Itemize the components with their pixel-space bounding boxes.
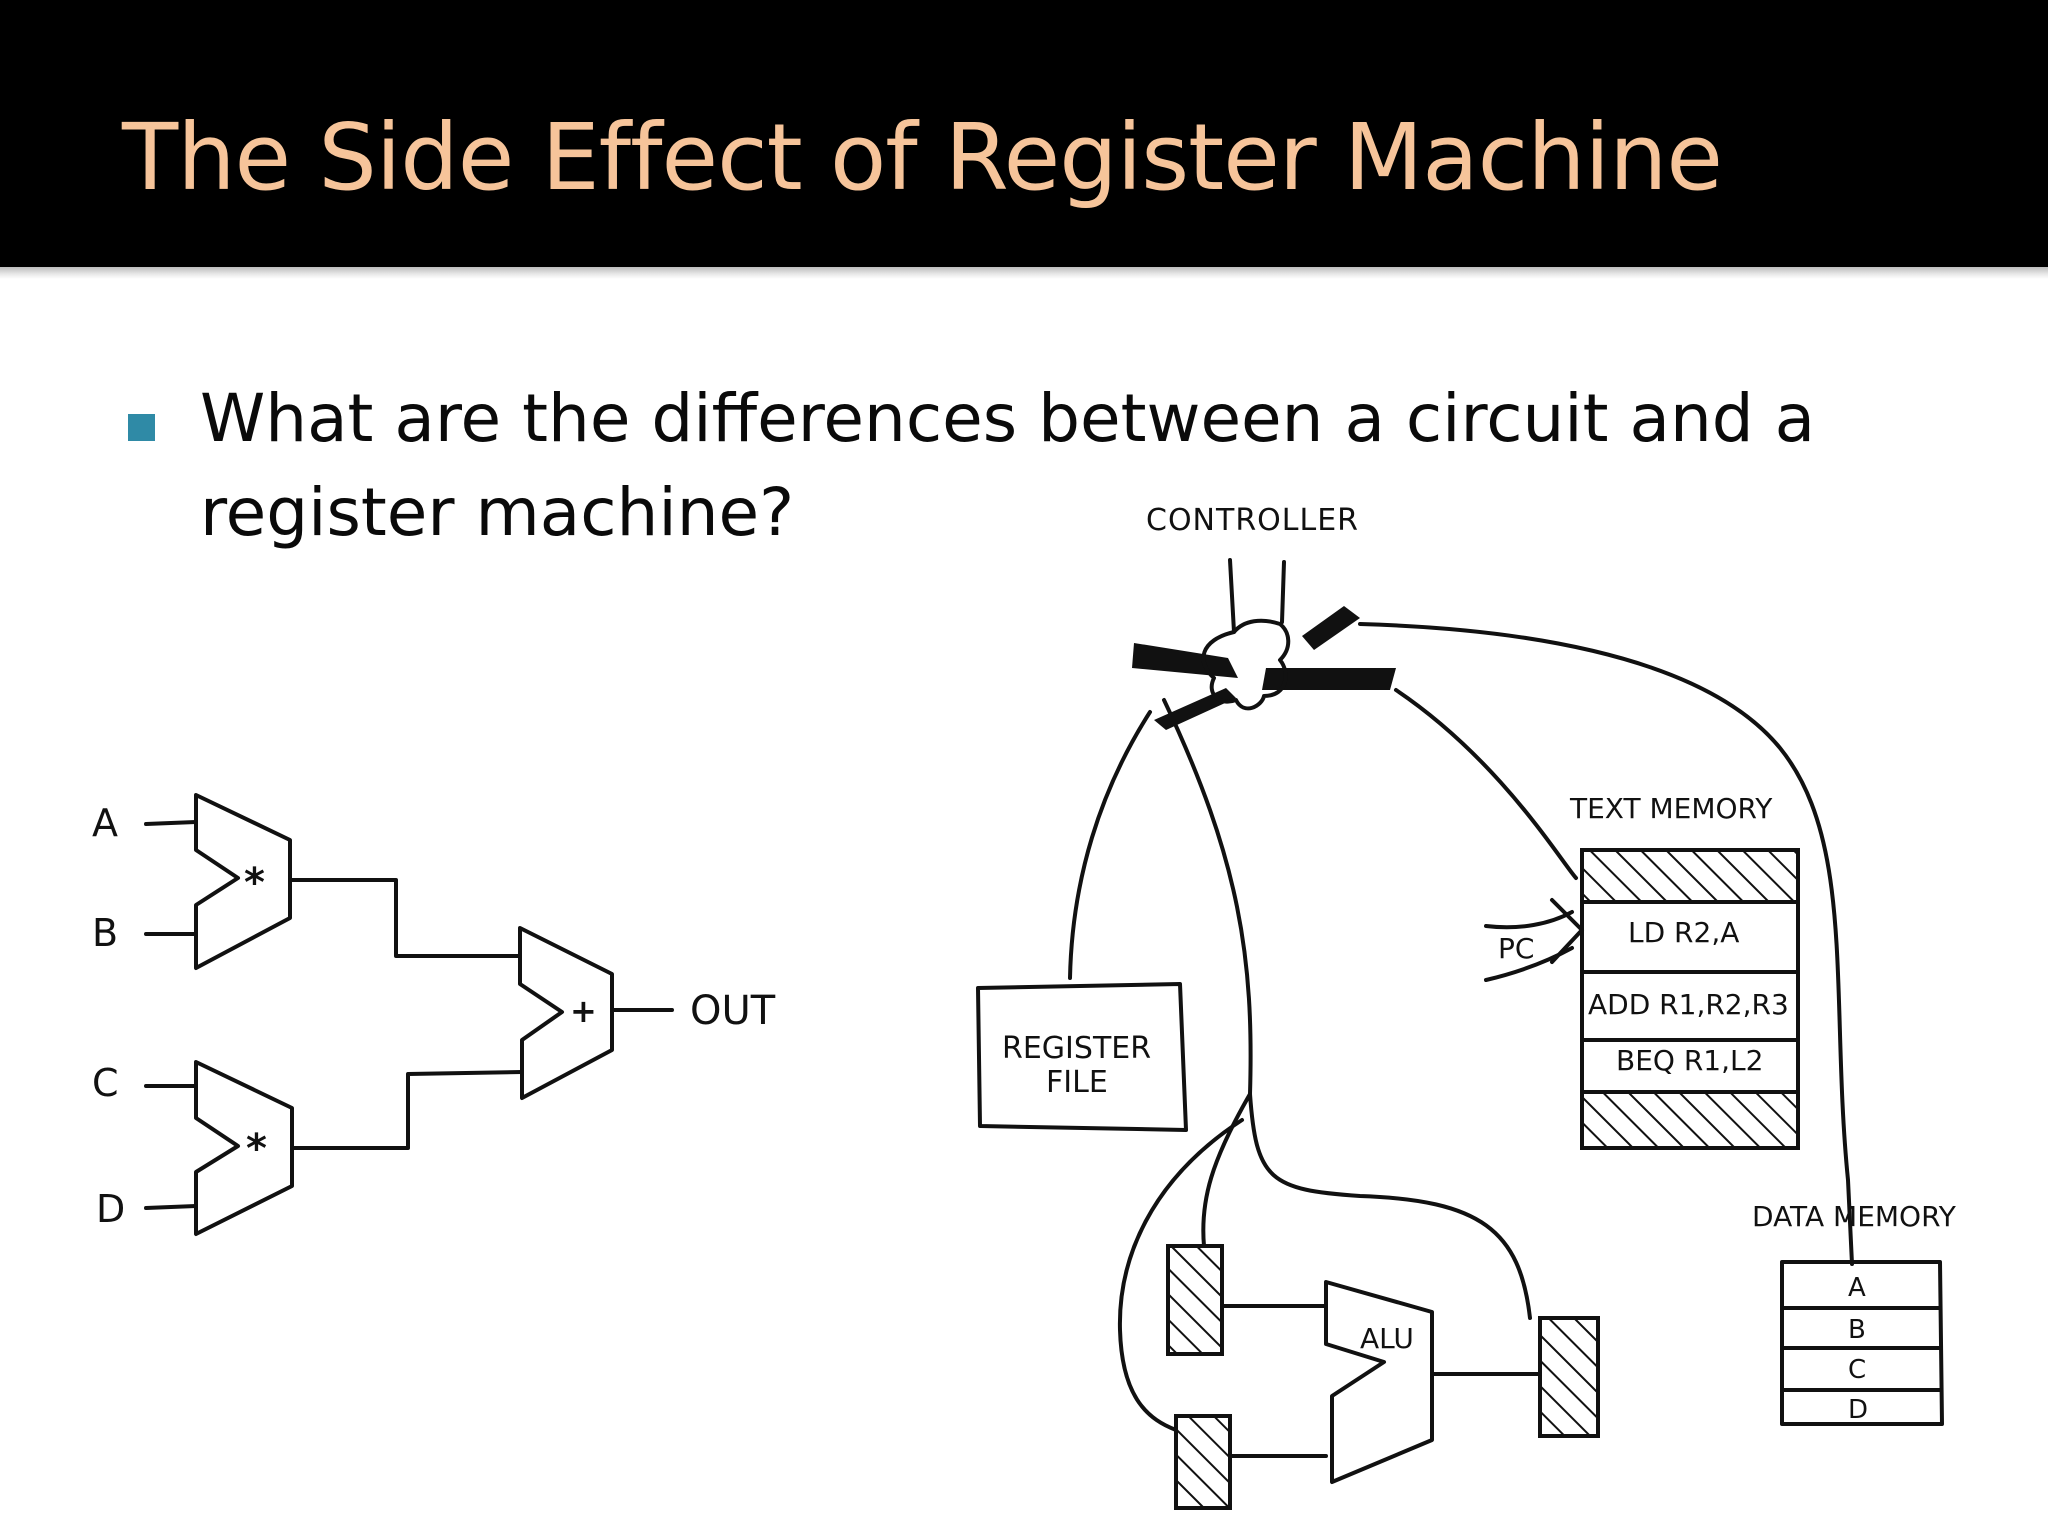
data-memory-cell-a: A: [1848, 1273, 1866, 1303]
alu-output-latch: [1538, 1316, 1600, 1438]
data-memory-cell-d: D: [1848, 1395, 1868, 1425]
controller-lever-3: [1302, 606, 1360, 650]
controller-label: CONTROLLER: [1146, 503, 1359, 538]
wire-a: [144, 820, 198, 826]
data-memory: A B C D: [1780, 1260, 1944, 1426]
data-memory-cell-c: C: [1848, 1355, 1866, 1385]
pc-arrow-head: [1550, 898, 1584, 964]
pc-arrow-bottom: [1484, 946, 1574, 982]
circuit-output-label: OUT: [690, 988, 776, 1034]
text-memory: LD R2,A ADD R1,R2,R3 BEQ R1,L2: [1580, 848, 1800, 1150]
alu: [1324, 1280, 1434, 1484]
controller-lever-4: [1262, 668, 1396, 690]
bus-to-latch-bottom: [1117, 1118, 1244, 1432]
bus-to-data-memory: [1358, 622, 1854, 1266]
pc-arrow-top: [1484, 910, 1574, 930]
bus-to-latch-top: [1201, 1092, 1252, 1248]
bus-to-register-file: [1068, 710, 1152, 980]
controller-hand-icon: [1201, 618, 1291, 711]
circuit-diagram: A B C D * * + OUT: [92, 793, 776, 1236]
register-file-label-line-1: REGISTER: [1002, 1031, 1151, 1066]
text-memory-row-3: [1580, 1038, 1800, 1094]
slide-title: The Side Effect of Register Machine: [122, 104, 1723, 211]
register-file-label-line-2: FILE: [1046, 1065, 1108, 1100]
multiplier-1: [194, 793, 292, 970]
text-memory-hatch-bottom: [1580, 1090, 1800, 1150]
register-file-box: [976, 982, 1188, 1132]
text-memory-label: TEXT MEMORY: [1569, 792, 1773, 825]
wire-d: [144, 1204, 198, 1210]
bullet-square-icon: [128, 414, 155, 441]
circuit-input-a: A: [92, 801, 118, 845]
controller-arm-left: [1228, 558, 1236, 634]
add-symbol: +: [570, 992, 597, 1030]
instruction-2: ADD R1,R2,R3: [1588, 988, 1789, 1021]
wire-mul2-to-add: [290, 1070, 524, 1150]
text-memory-row-2: [1580, 970, 1800, 1042]
circuit-input-d: D: [96, 1187, 125, 1231]
instruction-3: BEQ R1,L2: [1616, 1044, 1763, 1077]
title-divider: [0, 267, 2048, 279]
alu-input-latch-top: [1166, 1244, 1224, 1356]
bus-to-text-memory: [1394, 688, 1578, 880]
alu-input-latch-bottom: [1174, 1414, 1232, 1510]
controller-arm-right: [1280, 560, 1286, 624]
controller-lever-1: [1132, 643, 1238, 678]
pc-label: PC: [1498, 932, 1534, 965]
text-memory-hatch-top: [1580, 848, 1800, 904]
circuit-input-b: B: [92, 911, 118, 955]
wire-mul1-to-add: [288, 878, 522, 958]
circuit-input-c: C: [92, 1061, 119, 1105]
multiplier-2: [194, 1060, 294, 1236]
title-bar: [0, 0, 2048, 279]
adder: [518, 926, 614, 1100]
bus-main-vertical: [1162, 698, 1253, 1096]
multiply-symbol-2: *: [246, 1126, 267, 1172]
bullet-text: What are the differences between a circu…: [200, 380, 1816, 551]
data-memory-cell-b: B: [1848, 1315, 1866, 1345]
multiply-symbol-1: *: [244, 860, 265, 906]
data-memory-label: DATA MEMORY: [1752, 1200, 1957, 1233]
alu-label: ALU: [1360, 1322, 1414, 1355]
register-machine-diagram: CONTROLLER REGISTER FILE TEXT MEMORY LD …: [976, 503, 1957, 1510]
data-memory-box: [1780, 1260, 1944, 1426]
bus-to-alu-output-latch: [1248, 1092, 1532, 1320]
instruction-1: LD R2,A: [1628, 916, 1739, 949]
